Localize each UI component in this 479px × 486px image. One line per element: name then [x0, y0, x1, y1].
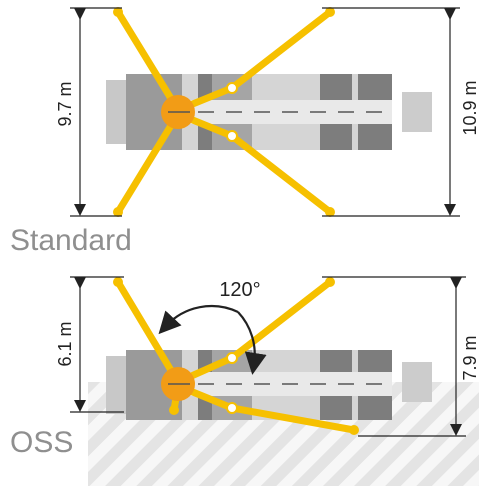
standard-left-dimension: 9.7 m	[55, 7, 122, 217]
standard-right-dimension: 10.9 m	[322, 7, 479, 217]
oss-right-dimension-label: 7.9 m	[460, 335, 479, 380]
standard-left-dimension-label: 9.7 m	[55, 81, 75, 126]
oss-left-dimension-label: 6.1 m	[55, 321, 75, 366]
oss-left-dimension: 6.1 m	[55, 276, 124, 413]
oss-config: 120° 6.1 m 7.9 m OSS	[10, 276, 479, 486]
oss-label: OSS	[10, 426, 73, 459]
oss-leg-joints	[113, 277, 359, 435]
oss-slew-angle: 120°	[219, 279, 260, 301]
oss-truck-icon	[106, 350, 432, 420]
standard-truck-icon	[106, 74, 432, 150]
oss-right-dimension: 7.9 m	[322, 276, 479, 437]
curved-rotation-arrow-icon	[158, 304, 267, 375]
standard-label: Standard	[10, 224, 132, 257]
standard-leg-joints	[113, 7, 335, 217]
standard-config: 9.7 m 10.9 m Standard	[10, 7, 479, 257]
standard-right-dimension-label: 10.9 m	[460, 80, 479, 135]
